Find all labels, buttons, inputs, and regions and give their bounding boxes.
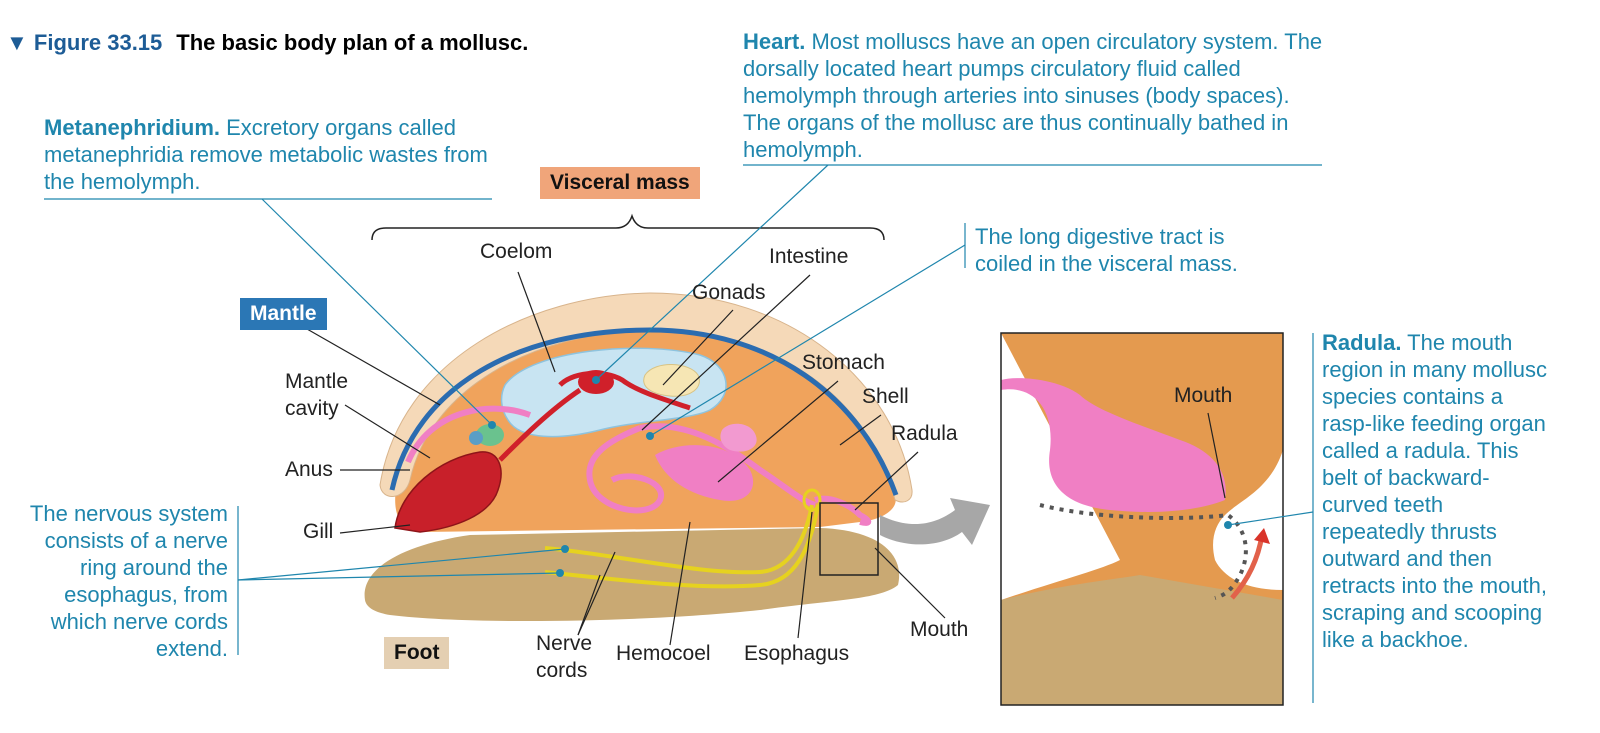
radula-note: Radula. The mouth region in many mollusc… [1322, 329, 1547, 653]
visceral-mass-tag: Visceral mass [540, 167, 700, 199]
gut-tube [639, 423, 817, 508]
inset-foot [1001, 575, 1283, 705]
figure-number-text: Figure 33.15 [33, 30, 163, 55]
metanephridium-pore [469, 431, 483, 445]
intestine-end [405, 405, 532, 464]
note-leader-dots [488, 376, 1232, 577]
heart-note: Heart. Most molluscs have an open circul… [743, 28, 1333, 163]
artery [558, 370, 691, 411]
radula-box [819, 502, 879, 576]
mantle-cavity-label-1: Mantle [285, 370, 349, 393]
mantle-tag: Mantle [240, 298, 327, 330]
coiled-intestine [586, 425, 665, 514]
inset-motion-arrow [1230, 534, 1265, 600]
digestive-note-text: The long digestive tract is coiled in th… [975, 224, 1238, 276]
metanephridium-note-head: Metanephridium. [44, 115, 221, 140]
nervous-note: The nervous system consists of a nerve r… [8, 500, 228, 662]
figure-title: ▼ Figure 33.15 The basic body plan of a m… [6, 30, 528, 56]
label-leaders [299, 271, 1226, 646]
gill-shape [394, 451, 502, 533]
inset-frame [1000, 332, 1284, 706]
nerve-cord-1 [544, 504, 814, 575]
heart-vessel [498, 387, 582, 462]
nerve-ring [802, 488, 822, 512]
nerve-cord-2 [544, 504, 820, 589]
esophagus-label: Esophagus [744, 642, 850, 665]
visceral-brace [371, 213, 885, 241]
hemocoel-label: Hemocoel [616, 642, 711, 665]
metanephridium-shape [476, 424, 504, 446]
zoom-arrow [880, 498, 990, 545]
shell-shape [379, 292, 913, 503]
esophagus-tube [814, 495, 872, 526]
anus-label: Anus [285, 458, 333, 481]
gill-label: Gill [303, 520, 334, 543]
inset-arrowhead [1254, 528, 1270, 544]
nerve-cords-label-1: Nerve [536, 632, 593, 655]
figure-caption: The basic body plan of a mollusc. [176, 30, 529, 55]
mouth-label: Mouth [910, 618, 969, 641]
figure-number: ▼ Figure 33.15 [6, 30, 163, 55]
digestive-note: The long digestive tract is coiled in th… [975, 223, 1275, 277]
heart-note-text: Most molluscs have an open circulatory s… [743, 29, 1323, 162]
coelom-label: Coelom [480, 240, 553, 263]
gonads-label: Gonads [692, 281, 766, 304]
shell-label: Shell [862, 385, 909, 408]
radula-inset [1000, 332, 1284, 706]
gonads-shape [643, 364, 700, 397]
mantle-cavity-label-2: cavity [285, 397, 339, 420]
radula-note-head: Radula. [1322, 330, 1402, 355]
stomach-label: Stomach [802, 351, 885, 374]
nerve-cords-label-2: cords [536, 659, 588, 682]
foot-shape [364, 528, 900, 622]
inset-tongue [1001, 378, 1226, 512]
stomach-shape [655, 445, 754, 501]
foot-tag: Foot [384, 637, 450, 669]
digestive-gland [720, 423, 757, 452]
intestine-label: Intestine [769, 245, 849, 268]
radula-label: Radula [891, 422, 958, 445]
inset-mouth-label: Mouth [1174, 384, 1233, 407]
metanephridium-note-text: Excretory organs called metanephridia re… [44, 115, 488, 194]
metanephridium-note: Metanephridium. Excretory organs called … [44, 114, 499, 195]
radula-note-text: The mouth region in many mollusc species… [1322, 330, 1547, 652]
heart-note-head: Heart. [743, 29, 806, 54]
nervous-note-text: The nervous system consists of a nerve r… [29, 501, 228, 661]
note-leaders [237, 164, 1314, 581]
